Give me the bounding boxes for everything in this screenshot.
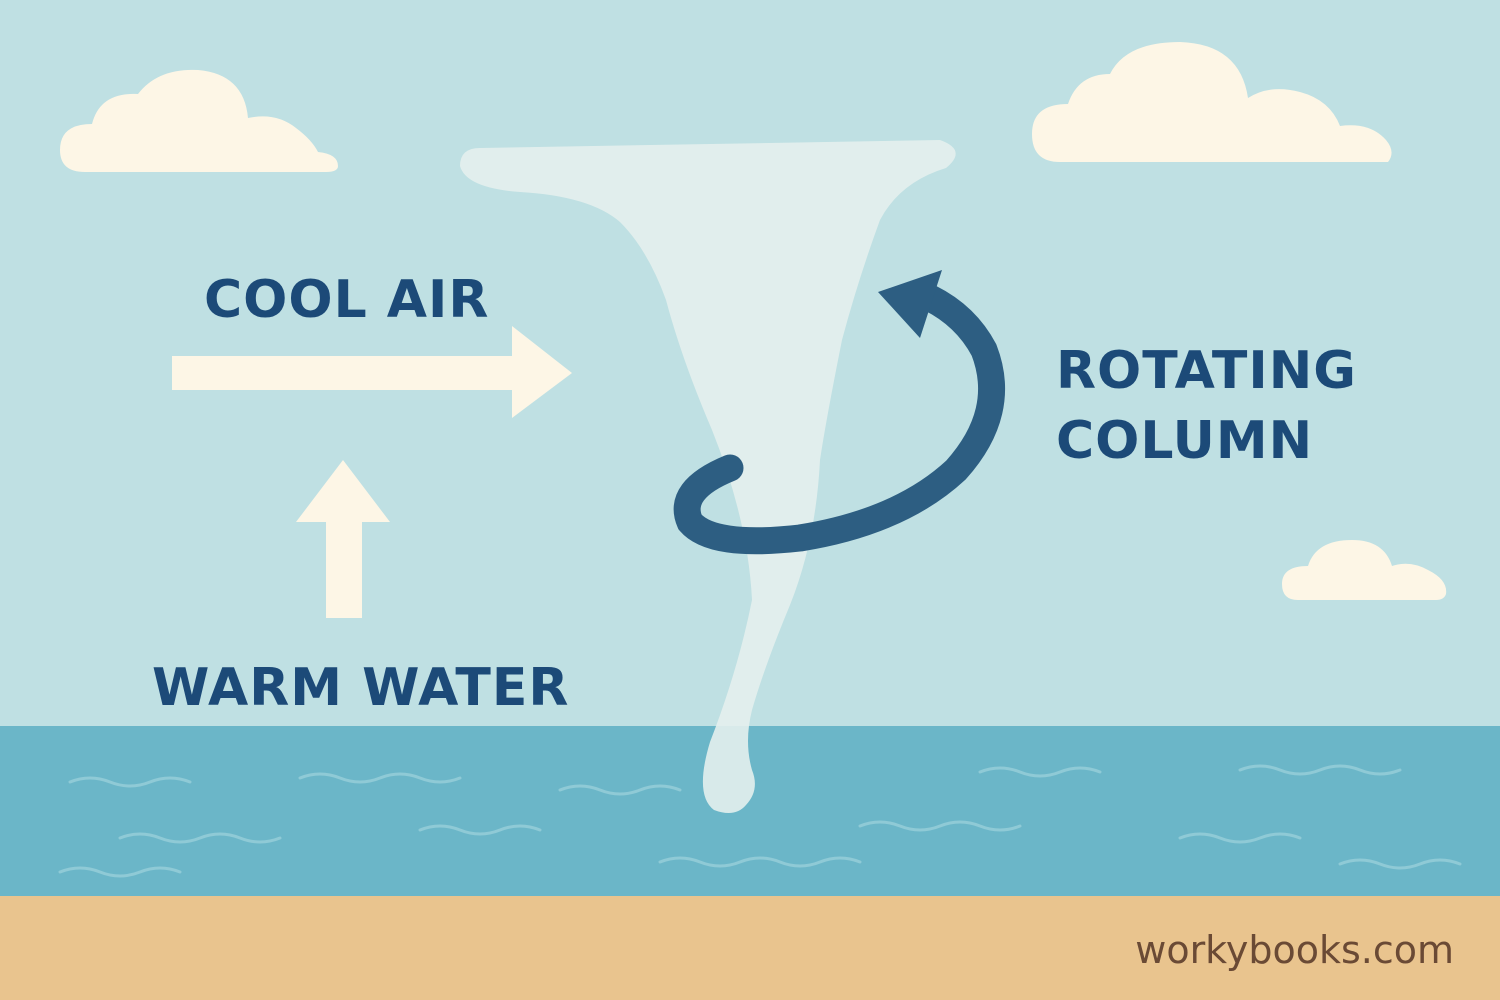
rotating-column-label-line2: COLUMN <box>1056 411 1314 471</box>
warm-water-arrow <box>296 460 390 618</box>
cool-air-arrow <box>172 326 572 418</box>
cool-air-label: COOL AIR <box>204 270 490 330</box>
rotating-column-label-line1: ROTATING <box>1056 341 1357 401</box>
cloud-top-left <box>60 69 338 172</box>
water-waves <box>58 764 1462 878</box>
waterspout-funnel <box>460 140 956 814</box>
rotation-arrow <box>673 270 1006 555</box>
rotation-arrow-band <box>673 284 1006 555</box>
sand <box>0 896 1500 1000</box>
sea <box>0 726 1500 898</box>
rotation-arrowhead <box>878 270 942 338</box>
cloud-top-right <box>1032 42 1392 162</box>
watermark: workybooks.com <box>1135 928 1454 972</box>
cloud-small-right <box>1282 540 1447 600</box>
warm-water-label: WARM WATER <box>152 658 570 718</box>
